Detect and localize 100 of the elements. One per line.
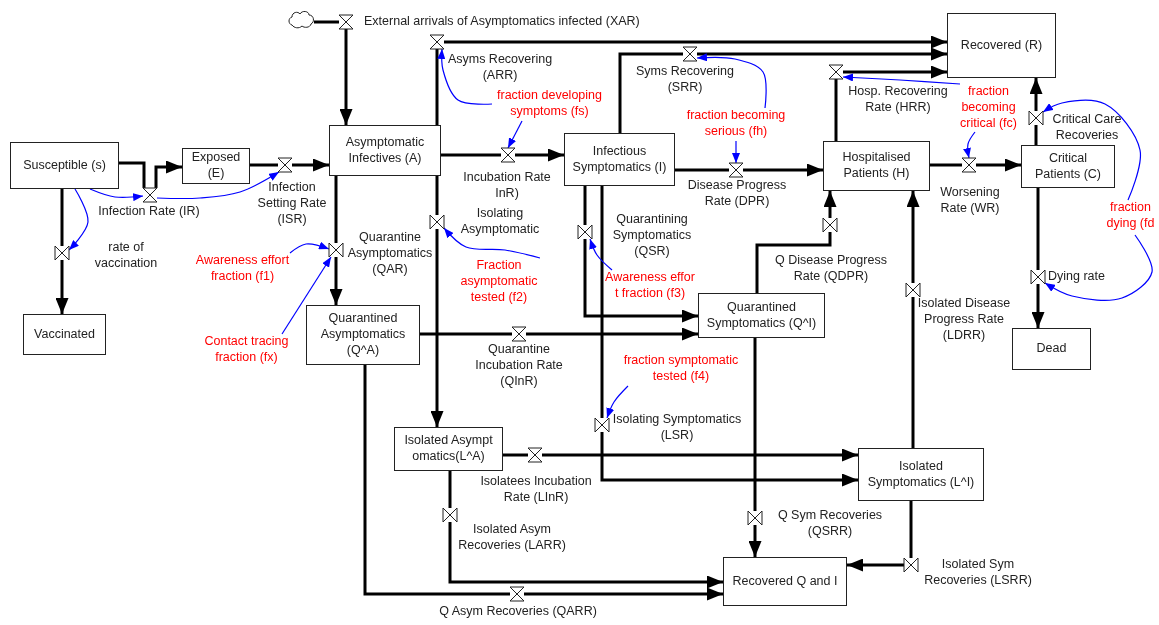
variable-label: fraction becoming serious (fh) (672, 108, 800, 141)
flow-pipe (748, 525, 762, 557)
flow-pipe (250, 163, 278, 167)
source-cloud-icon (288, 10, 314, 28)
stock-box: Infectious Symptomatics (I) (564, 133, 675, 186)
valve-icon (823, 218, 837, 232)
flow-pipe (334, 176, 338, 243)
flow-pipe (542, 448, 858, 462)
influence-arrow (507, 120, 523, 149)
stock-box: Hospitalised Patients (H) (823, 141, 930, 191)
flow-pipe (435, 176, 439, 215)
valve-icon (1029, 111, 1043, 125)
flow-pipe (743, 163, 823, 177)
flow-pipe (600, 186, 604, 418)
variable-label: fraction symptomatic tested (f4) (612, 353, 750, 386)
variable-label: Awareness effor t fraction (f3) (604, 270, 696, 302)
flow-pipe (600, 432, 858, 487)
stock-box: Vaccinated (23, 314, 106, 355)
stock-box: Asymptomatic Infectives (A) (329, 125, 441, 176)
flow-pipe (444, 35, 947, 49)
rate-label: Worsening Rate (WR) (939, 185, 1001, 217)
flow-pipe (448, 522, 723, 589)
flow-pipe (420, 332, 512, 336)
flow-pipe (441, 153, 501, 157)
influence-arrow (1044, 234, 1153, 301)
stock-box: Isolated Asympt omatics(L^A) (394, 427, 503, 471)
influence-arrow (1042, 99, 1142, 201)
valve-icon (904, 558, 918, 572)
influence-arrow (443, 227, 541, 259)
rate-label: Isolated Disease Progress Rate (LDRR) (916, 296, 1012, 344)
rate-label: Syms Recovering (SRR) (635, 64, 735, 96)
stock-box: Quarantined Symptomatics (Q^I) (698, 293, 825, 338)
valve-icon (339, 15, 353, 29)
flow-pipe (435, 49, 439, 125)
valve-icon (510, 587, 524, 601)
flow-pipe (909, 501, 913, 558)
influence-arrow (68, 188, 89, 251)
variable-label: Awareness effort fraction (f1) (185, 253, 300, 285)
stock-box: Isolated Symptomatics (L^I) (858, 448, 984, 501)
influence-arrow (437, 48, 493, 105)
valve-icon (829, 65, 843, 79)
valve-icon (55, 246, 69, 260)
valve-icon (430, 215, 444, 229)
stock-box: Quarantined Asymptomatics (Q^A) (306, 305, 420, 365)
flow-pipe (363, 365, 510, 596)
valve-icon (329, 243, 343, 257)
rate-label: Isolating Asymptomatic (459, 206, 541, 238)
flow-pipe (1034, 125, 1038, 145)
variable-label: fraction developing symptoms (fs) (492, 88, 607, 121)
flow-pipe (843, 65, 947, 79)
valve-icon (512, 327, 526, 341)
rate-label: Quarantine Asymptomatics (QAR) (346, 230, 434, 278)
rate-label: Isolated Asym Recoveries (LARR) (457, 522, 567, 554)
flow-pipe (329, 257, 343, 305)
flow-pipe (847, 558, 904, 572)
flow-pipe (524, 587, 723, 601)
variable-label: Fraction asymptomatic tested (f2) (450, 258, 548, 307)
flow-pipe (339, 29, 353, 125)
rate-label: Q Disease Progress Rate (QDPR) (774, 253, 888, 285)
stock-box: Dead (1012, 328, 1091, 370)
rate-label: Disease Progress Rate (DPR) (686, 178, 788, 210)
stock-box: Recovered Q and I (723, 557, 847, 606)
rate-label: External arrivals of Asymptomatics infected (XAR) (364, 14, 641, 30)
stock-box: Recovered (R) (947, 13, 1056, 78)
valve-icon (962, 158, 976, 172)
rate-label: Infection Setting Rate (ISR) (256, 180, 328, 228)
stock-box: Susceptible (s) (10, 142, 119, 189)
rate-label: rate of vaccination (93, 240, 159, 272)
flow-pipe (154, 160, 182, 188)
rate-label: Isolating Symptomatics (LSR) (612, 412, 742, 444)
valve-icon (683, 47, 697, 61)
rate-label: Q Sym Recoveries (QSRR) (776, 508, 884, 540)
flow-pipe (675, 168, 729, 172)
influence-arrow (732, 140, 740, 164)
variable-label: fraction becoming critical (fc) (950, 84, 1027, 132)
flow-pipe (430, 229, 444, 427)
flow-pipe (697, 47, 947, 61)
rate-label: Hosp. Recovering Rate (HRR) (847, 84, 949, 116)
flow-pipe (911, 297, 915, 448)
flow-pipe (823, 191, 837, 218)
flow-pipe (55, 260, 69, 314)
flow-pipe (60, 189, 64, 246)
stock-box: Critical Patients (C) (1021, 145, 1115, 188)
valve-icon (595, 418, 609, 432)
rate-label: Infection Rate (IR) (97, 204, 201, 220)
valve-icon (578, 225, 592, 239)
flow-pipe (292, 158, 329, 172)
flow-pipe (834, 79, 838, 141)
flow-pipe (448, 471, 452, 508)
flow-pipe (583, 186, 587, 225)
influence-arrow (963, 131, 976, 159)
stock-box: Exposed (E) (182, 148, 250, 184)
rate-label: Isolated Sym Recoveries (LSRR) (923, 557, 1033, 589)
flow-pipe (618, 52, 683, 133)
valve-icon (729, 163, 743, 177)
flow-pipe (753, 338, 757, 511)
valve-icon (528, 448, 542, 462)
influence-arrow (156, 171, 280, 200)
valve-icon (143, 188, 157, 202)
variable-label: Contact tracing fraction (fx) (195, 334, 298, 367)
